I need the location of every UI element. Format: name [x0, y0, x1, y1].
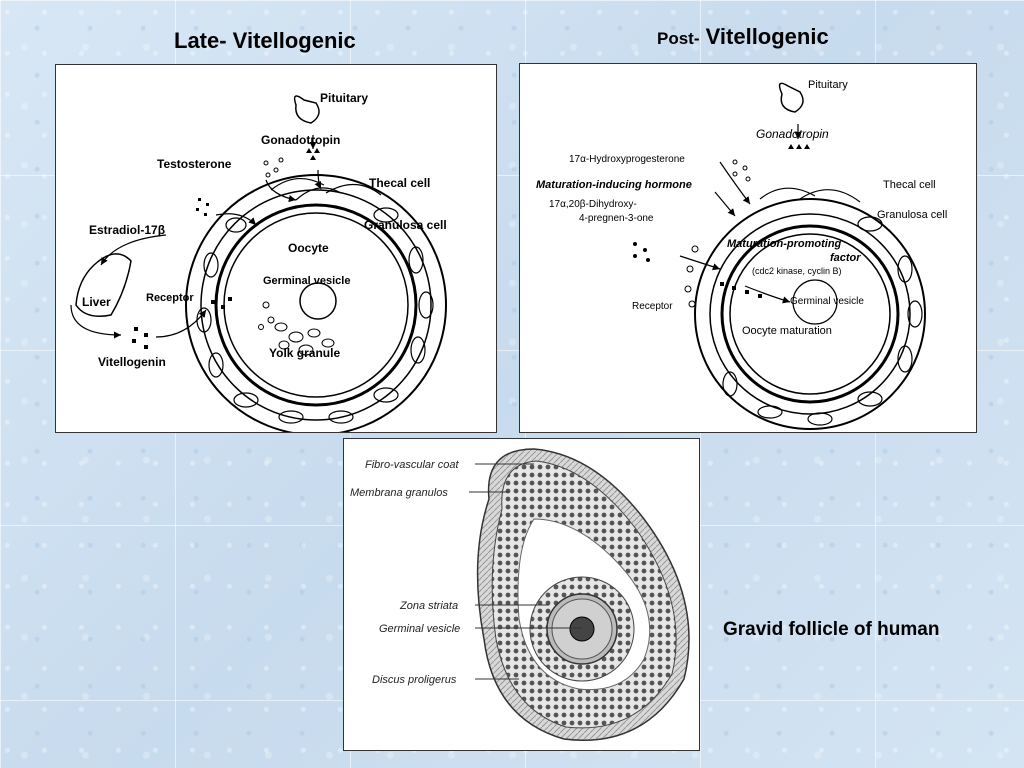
left-label-liver: Liver: [82, 295, 111, 309]
title-late-vitellogenic: Late- Vitellogenic: [174, 28, 356, 53]
right-germinal-vesicle-shape: [792, 279, 838, 325]
right-label-mpf-2: factor: [830, 252, 861, 264]
right-label-mpf-1: Maturation-promoting: [727, 238, 842, 250]
right-label-thecal-cell: Thecal cell: [883, 179, 936, 191]
left-estradiol-dots: [196, 198, 209, 216]
right-hydroxyprogesterone-dots: [732, 159, 751, 182]
left-testosterone-dots: [263, 157, 284, 178]
left-label-yolk-granule: Yolk granule: [269, 346, 340, 360]
right-gonadotropin-dots: [788, 144, 810, 149]
right-label-pituitary: Pituitary: [808, 79, 848, 91]
late-vitellogenic-diagram: Pituitary Gonadotropin Testosterone Thec…: [55, 64, 497, 433]
right-label-granulosa-cell: Granulosa cell: [877, 209, 947, 221]
gravid-label-fibro-vascular: Fibro-vascular coat: [365, 459, 459, 471]
right-label-hydroxyprogesterone: 17α-Hydroxyprogesterone: [569, 154, 685, 165]
left-label-vitellogenin: Vitellogenin: [98, 355, 166, 369]
right-follicle: [694, 187, 926, 430]
title-post-vitellogenic: Post- Vitellogenic: [657, 24, 829, 50]
left-yolk-granules: [258, 301, 335, 356]
gravid-label-germinal-vesicle: Germinal vesicle: [379, 623, 460, 635]
title-post-prefix: Post-: [657, 29, 700, 48]
right-label-oocyte-maturation: Oocyte maturation: [742, 325, 832, 337]
right-label-dihydroxy-1: 17α,20β-Dihydroxy-: [549, 199, 637, 210]
gravid-follicle-caption: Gravid follicle of human: [723, 619, 940, 640]
gravid-label-membrana: Membrana granulos: [350, 487, 448, 499]
right-label-mih: Maturation-inducing hormone: [536, 179, 692, 191]
right-label-dihydroxy-2: 4-pregnen-3-one: [579, 213, 654, 224]
right-label-receptor: Receptor: [632, 301, 673, 312]
gravid-leader-lines: [469, 463, 582, 680]
left-pituitary-shape: [293, 95, 320, 124]
title-post-main: Vitellogenic: [705, 24, 829, 49]
left-label-receptor: Receptor: [146, 292, 194, 304]
right-label-gonadotropin: Gonadotropin: [756, 127, 829, 141]
right-label-germinal-vesicle: Germinal vesicle: [790, 296, 864, 307]
left-label-thecal-cell: Thecal cell: [369, 176, 430, 190]
gravid-follicle-shape: [476, 448, 690, 741]
left-label-germinal-vesicle: Germinal vesicle: [263, 275, 350, 287]
left-follicle: [185, 174, 447, 432]
gravid-follicle-diagram: Fibro-vascular coat Membrana granulos Zo…: [343, 438, 700, 751]
right-pituitary-shape: [778, 82, 804, 113]
right-mih-dots: [633, 242, 650, 262]
left-label-estradiol: Estradiol-17β: [89, 223, 165, 237]
gravid-label-discus: Discus proligerus: [372, 674, 457, 686]
left-label-oocyte: Oocyte: [288, 241, 329, 255]
right-mpf-dots: [720, 282, 762, 298]
left-label-granulosa-cell: Granulosa cell: [364, 218, 447, 232]
left-gonadotropin-dots: [306, 148, 320, 160]
left-liver-shape: [75, 253, 132, 317]
right-label-mpf-3: (cdc2 kinase, cyclin B): [752, 266, 842, 276]
left-germinal-vesicle-shape: [299, 282, 337, 320]
left-label-testosterone: Testosterone: [157, 157, 232, 171]
post-vitellogenic-diagram: Pituitary Gonadotropin 17α-Hydroxyproges…: [519, 63, 977, 433]
left-label-pituitary: Pituitary: [320, 91, 368, 105]
gravid-label-zona-striata: Zona striata: [399, 600, 458, 612]
left-label-gonadotropin: Gonadotropin: [261, 133, 340, 147]
left-receptor-dots: [211, 297, 232, 309]
right-receptor-marks: [684, 245, 699, 308]
left-thecal-cells: [270, 178, 382, 201]
left-vitellogenin-dots: [132, 327, 148, 349]
